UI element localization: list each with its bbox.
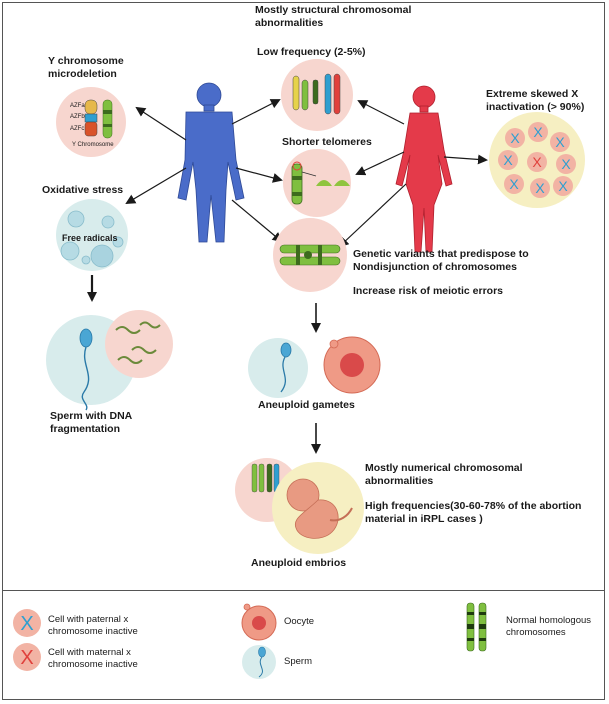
svg-text:X: X: [20, 647, 33, 669]
svg-text:X: X: [533, 124, 543, 140]
legend-divider: [2, 590, 605, 591]
legend-paternal-cell-icon: [13, 609, 41, 637]
arrow-female-to-structural: [357, 100, 405, 125]
legend-homologous-label: Normal homologous chromosomes: [506, 615, 592, 638]
female-figure-icon: [395, 85, 453, 253]
free-radicals-label: Free radicals: [62, 233, 118, 243]
male-figure-icon: [177, 82, 245, 243]
y-chromosome-label: Y Chromosome: [72, 142, 114, 148]
aneuploid-gametes-group: [248, 336, 381, 398]
arrows: [87, 99, 488, 454]
aneuploid-embryos-label: Aneuploid embrios: [251, 557, 347, 569]
structural-abnormalities-circle: [281, 59, 353, 131]
telomeres-circle: [283, 149, 351, 217]
meiotic-errors-label: Increase risk of meiotic errors: [353, 285, 503, 297]
sperm-icon: [79, 328, 93, 348]
arrow-male-to-y-microdeletion: [135, 106, 187, 141]
arrow-male-to-telomeres: [235, 167, 283, 183]
arrow-female-to-telomeres: [355, 151, 405, 176]
y-microdeletion-circle: [56, 87, 126, 157]
structural-abnormalities-title: Mostly structural chromosomal abnormalit…: [255, 4, 412, 29]
legend-homologous-chromosomes-icon: [466, 602, 487, 652]
azfb-label: AZFb: [70, 114, 85, 120]
oxidative-stress-label: Oxidative stress: [42, 184, 124, 196]
genetic-variants-label: Genetic variants that predispose to Nond…: [353, 248, 529, 273]
legend-graphics: X X: [13, 602, 487, 679]
skewed-x-label: Extreme skewed X inactivation (> 90%): [486, 88, 585, 113]
y-microdeletion-label: Y chromosome microdeletion: [48, 55, 124, 80]
arrow-male-to-nondisjunction: [231, 199, 283, 243]
azfa-label: AZFa: [70, 103, 85, 109]
svg-text:X: X: [558, 178, 568, 194]
legend-paternal-x-label: Cell with paternal x chromosome inactive: [48, 614, 138, 637]
svg-text:X: X: [503, 152, 513, 168]
arrow-male-to-structural: [231, 99, 281, 125]
numerical-abnormalities-title: Mostly numerical chromosomal abnormaliti…: [365, 462, 523, 487]
svg-text:X: X: [509, 176, 519, 192]
svg-text:X: X: [532, 154, 542, 170]
embryo-icon: [286, 478, 353, 539]
arrow-female-to-skewed-x: [443, 154, 488, 165]
high-frequency-label: High frequencies(30-60-78% of the aborti…: [365, 500, 582, 525]
legend-maternal-x-label: Cell with maternal x chromosome inactive: [48, 647, 138, 670]
svg-text:X: X: [561, 156, 571, 172]
shorter-telomeres-label: Shorter telomeres: [282, 136, 372, 148]
arrow-female-to-nondisjunction: [338, 183, 407, 248]
free-radicals-circle: [56, 199, 128, 271]
legend-oocyte-label: Oocyte: [284, 616, 315, 627]
sperm-dna-fragmentation-group: [46, 310, 173, 411]
aneuploid-gametes-label: Aneuploid gametes: [258, 399, 355, 411]
low-frequency-label: Low frequency (2-5%): [257, 46, 366, 58]
svg-text:X: X: [555, 134, 565, 150]
legend-sperm-icon: [242, 645, 276, 679]
arrow-male-to-oxidative-stress: [125, 167, 187, 205]
sperm-dna-fragmentation-label: Sperm with DNA fragmentation: [50, 410, 132, 435]
azfc-label: AZFc: [70, 126, 85, 132]
svg-text:X: X: [20, 613, 33, 635]
legend-sperm-label: Sperm: [284, 656, 312, 667]
svg-text:X: X: [510, 130, 520, 146]
svg-text:X: X: [535, 180, 545, 196]
legend-maternal-cell-icon: [13, 643, 41, 671]
nondisjunction-circle: [273, 218, 347, 292]
skewed-x-circle: X X X X X X X X X: [489, 112, 585, 208]
aneuploid-embryos-group: [235, 458, 364, 554]
